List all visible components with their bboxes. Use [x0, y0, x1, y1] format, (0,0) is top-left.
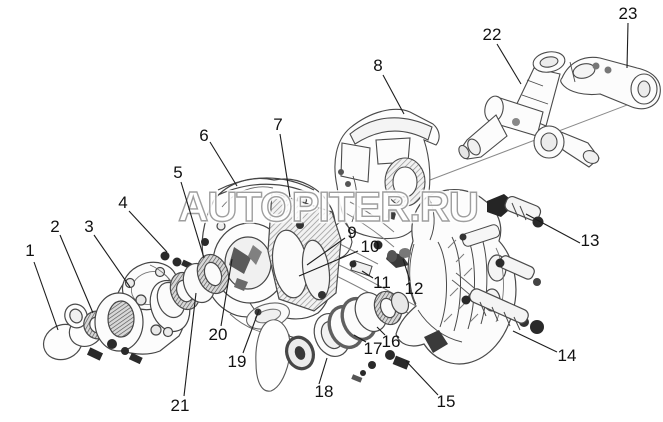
- svg-text:12: 12: [405, 279, 424, 298]
- svg-text:4: 4: [118, 193, 127, 212]
- svg-text:AUTOPITER.RU: AUTOPITER.RU: [178, 183, 478, 230]
- svg-text:15: 15: [437, 392, 456, 411]
- svg-text:19: 19: [228, 352, 247, 371]
- svg-text:21: 21: [171, 396, 190, 415]
- svg-text:11: 11: [373, 273, 391, 292]
- svg-text:14: 14: [558, 346, 577, 365]
- svg-text:10: 10: [361, 237, 380, 256]
- svg-text:20: 20: [209, 325, 228, 344]
- svg-text:16: 16: [382, 332, 401, 351]
- svg-text:AUTOPITER.RU: AUTOPITER.RU: [178, 183, 478, 230]
- svg-text:23: 23: [619, 4, 638, 23]
- svg-text:9: 9: [347, 223, 356, 242]
- svg-text:5: 5: [173, 163, 182, 182]
- svg-text:8: 8: [373, 56, 382, 75]
- svg-text:17: 17: [364, 339, 383, 358]
- svg-text:7: 7: [273, 115, 282, 134]
- svg-text:18: 18: [315, 382, 334, 401]
- svg-text:3: 3: [84, 217, 93, 236]
- svg-text:2: 2: [50, 217, 59, 236]
- svg-text:13: 13: [581, 231, 600, 250]
- svg-text:6: 6: [199, 126, 208, 145]
- svg-text:1: 1: [25, 241, 34, 260]
- svg-text:22: 22: [483, 25, 502, 44]
